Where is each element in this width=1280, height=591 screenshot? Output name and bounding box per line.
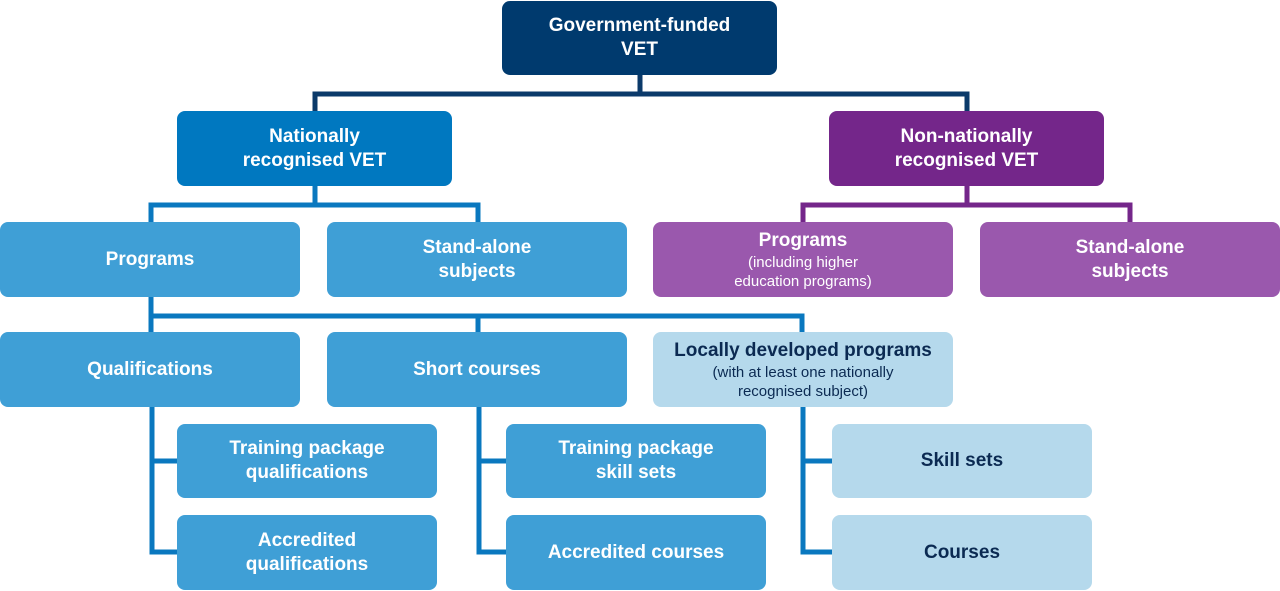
national-connectors xyxy=(148,186,832,555)
node-label: Stand-alone xyxy=(1075,236,1185,258)
node-label: Qualifications xyxy=(87,358,213,380)
node-label: Non-nationally xyxy=(900,125,1033,147)
node-label: recognised VET xyxy=(242,149,387,171)
node-label: Government-funded xyxy=(548,15,731,36)
node-note: recognised subject) xyxy=(737,382,869,400)
node-label: Locally developed programs xyxy=(674,339,932,361)
node-note: (including higher xyxy=(747,253,859,271)
node-label: subjects xyxy=(438,260,516,282)
non-national-programs-node: Programs (including higher education pro… xyxy=(653,222,953,297)
node-label: skill sets xyxy=(595,462,677,483)
node-label: qualifications xyxy=(245,553,369,575)
accredited-courses-node: Accredited courses xyxy=(506,515,766,590)
locally-developed-programs-node: Locally developed programs (with at leas… xyxy=(653,332,953,407)
node-label: Short courses xyxy=(413,358,541,380)
node-label: recognised VET xyxy=(894,149,1039,171)
training-package-skill-sets-node: Training package skill sets xyxy=(506,424,766,498)
node-label: Accredited courses xyxy=(547,541,725,563)
node-label: Skill sets xyxy=(920,450,1004,471)
short-courses-node: Short courses xyxy=(327,332,627,407)
root-connectors xyxy=(312,75,970,111)
node-label: Programs xyxy=(105,248,195,270)
accredited-qualifications-node: Accredited qualifications xyxy=(177,515,437,590)
node-note: education programs) xyxy=(734,272,872,290)
node-label: subjects xyxy=(1091,260,1169,282)
node-label: Programs xyxy=(758,229,848,251)
node-label: Nationally xyxy=(269,125,360,147)
non-national-connectors xyxy=(800,186,1133,222)
programs-node: Programs xyxy=(0,222,300,297)
nationally-recognised-vet-node: Nationally recognised VET xyxy=(177,111,452,186)
training-package-qualifications-node: Training package qualifications xyxy=(177,424,437,498)
government-funded-vet-node: Government-funded VET xyxy=(502,1,777,75)
non-nationally-recognised-vet-node: Non-nationally recognised VET xyxy=(829,111,1104,186)
stand-alone-subjects-node: Stand-alone subjects xyxy=(327,222,627,297)
non-national-stand-alone-subjects-node: Stand-alone subjects xyxy=(980,222,1280,297)
node-label: Stand-alone xyxy=(422,236,532,258)
node-label: Accredited xyxy=(257,529,357,551)
skill-sets-node: Skill sets xyxy=(832,424,1092,498)
node-label: VET xyxy=(621,39,658,60)
node-label: Training package xyxy=(229,438,385,459)
node-label: Training package xyxy=(558,438,714,459)
node-note: (with at least one nationally xyxy=(712,363,894,381)
node-label: Courses xyxy=(923,541,1001,563)
qualifications-node: Qualifications xyxy=(0,332,300,407)
node-label: qualifications xyxy=(245,462,369,483)
courses-node: Courses xyxy=(832,515,1092,590)
